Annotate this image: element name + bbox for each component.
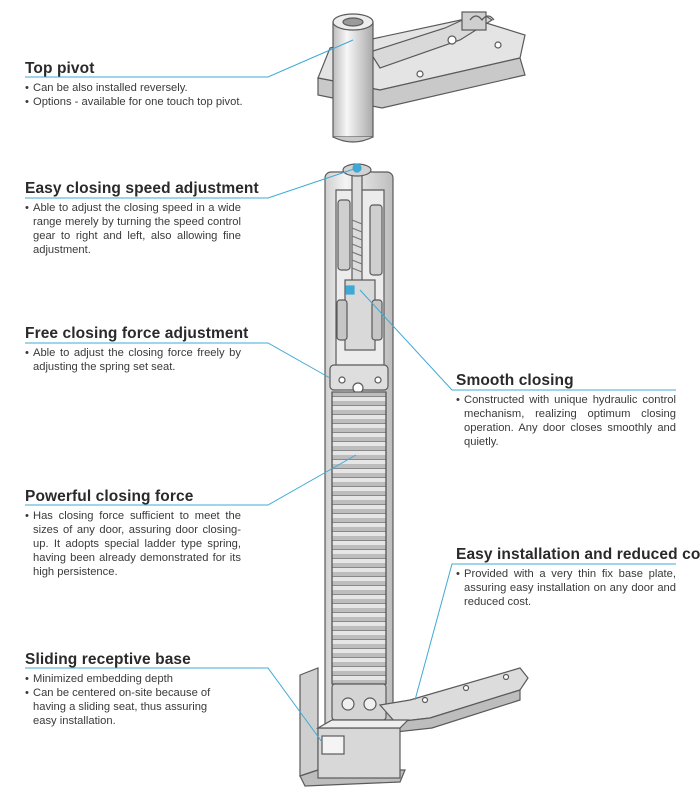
bullet-item: Provided with a very thin fix base plate… — [456, 567, 676, 609]
force-adjustment-feature: Free closing force adjustment Able to ad… — [25, 325, 249, 374]
top-pivot-bullets: Can be also installed reversely. Options… — [25, 81, 285, 109]
speed-adjustment-bullets: Able to adjust the closing speed in a wi… — [25, 201, 241, 257]
bullet-item: Can be centered on-site because of havin… — [25, 686, 225, 728]
installation-feature: Easy installation and reduced cost Provi… — [456, 546, 700, 609]
leader-lines — [25, 39, 676, 743]
sliding-base-drawing — [299, 667, 410, 787]
closer-body-drawing — [324, 163, 394, 733]
powerful-force-title: Powerful closing force — [25, 488, 194, 505]
force-adjustment-bullets: Able to adjust the closing force freely … — [25, 346, 241, 374]
sliding-base-bullets: Minimized embedding depth Can be centere… — [25, 672, 225, 728]
bullet-item: Constructed with unique hydraulic contro… — [456, 393, 676, 449]
smooth-closing-feature: Smooth closing Constructed with unique h… — [456, 372, 676, 449]
bullet-item: Has closing force sufficient to meet the… — [25, 509, 241, 579]
bullet-item: Can be also installed reversely. — [25, 81, 285, 95]
speed-adjustment-title: Easy closing speed adjustment — [25, 180, 259, 197]
bullet-item: Able to adjust the closing force freely … — [25, 346, 241, 374]
installation-bullets: Provided with a very thin fix base plate… — [456, 567, 676, 609]
speed-adjustment-feature: Easy closing speed adjustment Able to ad… — [25, 180, 259, 257]
powerful-force-feature: Powerful closing force Has closing force… — [25, 488, 241, 579]
top-pivot-feature: Top pivot Can be also installed reversel… — [25, 60, 285, 109]
force-adjustment-title: Free closing force adjustment — [25, 325, 249, 342]
smooth-closing-title: Smooth closing — [456, 372, 574, 389]
sliding-base-title: Sliding receptive base — [25, 651, 191, 668]
bullet-item: Options - available for one touch top pi… — [25, 95, 285, 109]
sliding-base-feature: Sliding receptive base Minimized embeddi… — [25, 651, 225, 728]
bullet-item: Minimized embedding depth — [25, 672, 225, 686]
installation-title: Easy installation and reduced cost — [456, 546, 700, 563]
top-pivot-title: Top pivot — [25, 60, 95, 77]
top-pivot-drawing — [317, 11, 526, 143]
smooth-closing-bullets: Constructed with unique hydraulic contro… — [456, 393, 676, 449]
powerful-force-bullets: Has closing force sufficient to meet the… — [25, 509, 241, 579]
bullet-item: Able to adjust the closing speed in a wi… — [25, 201, 241, 257]
